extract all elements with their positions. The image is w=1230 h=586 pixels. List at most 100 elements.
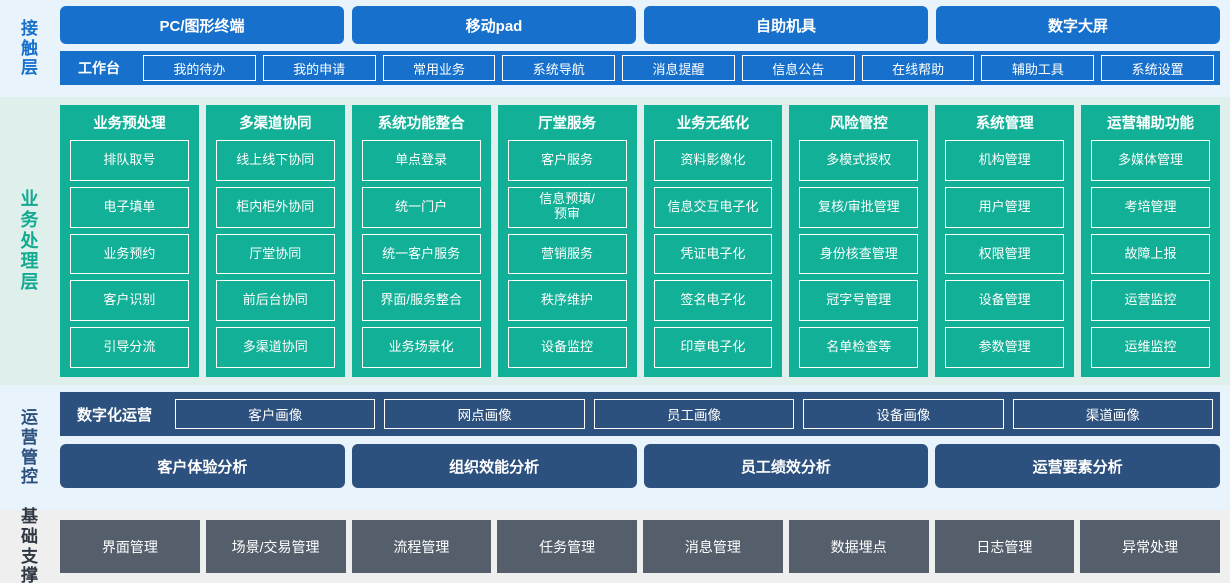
foundation-chip-process-management[interactable]: 流程管理 xyxy=(351,520,492,573)
channel-chip-row: PC/图形终端 移动pad 自助机具 数字大屏 xyxy=(60,6,1220,44)
business-item[interactable]: 机构管理 xyxy=(945,140,1065,181)
business-column-title: 风险管控 xyxy=(829,116,888,132)
workbench-item-my-application[interactable]: 我的申请 xyxy=(262,55,376,81)
business-item-list: 单点登录 统一门户 统一客户服务 界面/服务整合 业务场景化 xyxy=(361,140,481,368)
business-item[interactable]: 引导分流 xyxy=(70,327,189,368)
business-item[interactable]: 印章电子化 xyxy=(653,327,773,368)
foundation-chip-task-management[interactable]: 任务管理 xyxy=(497,520,637,573)
workbench-title: 工作台 xyxy=(78,60,120,76)
workbench-item-common-business[interactable]: 常用业务 xyxy=(382,55,496,81)
analysis-row: 客户体验分析 组织效能分析 员工绩效分析 运营要素分析 xyxy=(60,444,1220,488)
business-item[interactable]: 签名电子化 xyxy=(653,280,773,322)
portrait-chip-employee[interactable]: 员工画像 xyxy=(593,399,795,429)
business-item[interactable]: 名单检查等 xyxy=(799,327,919,368)
foundation-layer-label: 基础支撑 xyxy=(0,507,60,585)
business-item[interactable]: 信息预填/ 预审 xyxy=(507,186,627,228)
business-item[interactable]: 柜内柜外协同 xyxy=(215,186,335,228)
business-item[interactable]: 前后台协同 xyxy=(215,280,335,322)
business-item[interactable]: 参数管理 xyxy=(945,327,1065,368)
analysis-organizational-efficiency[interactable]: 组织效能分析 xyxy=(351,444,637,488)
business-item[interactable]: 统一门户 xyxy=(361,186,481,228)
channel-chip-digital-screen[interactable]: 数字大屏 xyxy=(936,6,1220,44)
business-column-grid: 业务预处理 排队取号 电子填单 业务预约 客户识别 引导分流 多渠道协同 线上线… xyxy=(60,105,1220,377)
business-item[interactable]: 统一客户服务 xyxy=(361,233,481,275)
business-item[interactable]: 多模式授权 xyxy=(799,140,919,181)
digital-operations-bar: 数字化运营 客户画像 网点画像 员工画像 设备画像 渠道画像 xyxy=(60,392,1220,436)
portrait-chip-branch[interactable]: 网点画像 xyxy=(384,399,585,429)
contact-layer-label-text: 接触层 xyxy=(21,19,39,78)
business-item[interactable]: 运维监控 xyxy=(1091,327,1210,368)
contact-layer-band: 接触层 PC/图形终端 移动pad 自助机具 数字大屏 工作台 我的待办 我的申… xyxy=(0,0,1230,97)
business-item-list: 资料影像化 信息交互电子化 凭证电子化 签名电子化 印章电子化 xyxy=(653,140,773,368)
business-item[interactable]: 资料影像化 xyxy=(653,140,773,181)
contact-layer-label: 接触层 xyxy=(0,6,60,91)
portrait-chip-device[interactable]: 设备画像 xyxy=(803,399,1004,429)
business-item[interactable]: 电子填单 xyxy=(70,186,189,228)
workbench-item-auxiliary-tools[interactable]: 辅助工具 xyxy=(981,55,1095,81)
foundation-layer-band: 基础支撑 界面管理 场景/交易管理 流程管理 任务管理 消息管理 数据埋点 日志… xyxy=(0,507,1230,585)
business-item[interactable]: 运营监控 xyxy=(1091,280,1210,322)
business-item[interactable]: 复核/审批管理 xyxy=(799,186,919,228)
channel-chip-mobile-pad[interactable]: 移动pad xyxy=(352,6,636,44)
business-item[interactable]: 设备监控 xyxy=(507,327,627,368)
business-column-title: 厅堂服务 xyxy=(538,116,597,132)
business-column-multichannel: 多渠道协同 线上线下协同 柜内柜外协同 厅堂协同 前后台协同 多渠道协同 xyxy=(205,105,345,377)
workbench-item-message-reminder[interactable]: 消息提醒 xyxy=(622,55,735,81)
analysis-customer-experience[interactable]: 客户体验分析 xyxy=(60,444,345,488)
foundation-chip-row: 界面管理 场景/交易管理 流程管理 任务管理 消息管理 数据埋点 日志管理 异常… xyxy=(60,520,1220,573)
business-layer-band: 业务处理层 业务预处理 排队取号 电子填单 业务预约 客户识别 引导分流 多渠道… xyxy=(0,97,1230,385)
contact-layer-body: PC/图形终端 移动pad 自助机具 数字大屏 工作台 我的待办 我的申请 常用… xyxy=(60,6,1220,91)
business-item-list: 排队取号 电子填单 业务预约 客户识别 引导分流 xyxy=(70,140,189,368)
business-item[interactable]: 身份核查管理 xyxy=(799,233,919,275)
portrait-chip-customer[interactable]: 客户画像 xyxy=(175,399,376,429)
business-item[interactable]: 用户管理 xyxy=(945,186,1065,228)
business-item[interactable]: 故障上报 xyxy=(1091,233,1210,275)
business-item[interactable]: 营销服务 xyxy=(507,233,627,275)
business-item[interactable]: 信息交互电子化 xyxy=(653,186,773,228)
business-item-list: 客户服务 信息预填/ 预审 营销服务 秩序维护 设备监控 xyxy=(507,140,627,368)
business-item[interactable]: 权限管理 xyxy=(945,233,1065,275)
business-item[interactable]: 厅堂协同 xyxy=(215,233,335,275)
business-item[interactable]: 凭证电子化 xyxy=(653,233,773,275)
business-item[interactable]: 业务预约 xyxy=(70,233,189,275)
business-item[interactable]: 单点登录 xyxy=(361,140,481,181)
business-item[interactable]: 线上线下协同 xyxy=(215,140,335,181)
business-item-list: 多媒体管理 考培管理 故障上报 运营监控 运维监控 xyxy=(1091,140,1210,368)
business-item[interactable]: 排队取号 xyxy=(70,140,189,181)
business-column-system-management: 系统管理 机构管理 用户管理 权限管理 设备管理 参数管理 xyxy=(935,105,1075,377)
business-column-paperless: 业务无纸化 资料影像化 信息交互电子化 凭证电子化 签名电子化 印章电子化 xyxy=(643,105,783,377)
channel-chip-pc[interactable]: PC/图形终端 xyxy=(60,6,344,44)
business-item[interactable]: 业务场景化 xyxy=(361,327,481,368)
business-item[interactable]: 界面/服务整合 xyxy=(361,280,481,322)
foundation-chip-scenario-transaction[interactable]: 场景/交易管理 xyxy=(205,520,346,573)
digital-operations-title: 数字化运营 xyxy=(77,406,153,424)
workbench-item-announcement[interactable]: 信息公告 xyxy=(741,55,855,81)
channel-chip-self-service[interactable]: 自助机具 xyxy=(644,6,928,44)
business-item[interactable]: 冠字号管理 xyxy=(799,280,919,322)
workbench-item-my-todo[interactable]: 我的待办 xyxy=(143,55,256,81)
business-item-list: 多模式授权 复核/审批管理 身份核查管理 冠字号管理 名单检查等 xyxy=(799,140,919,368)
foundation-chip-data-tracking[interactable]: 数据埋点 xyxy=(788,520,929,573)
business-item[interactable]: 客户服务 xyxy=(507,140,627,181)
foundation-chip-ui-management[interactable]: 界面管理 xyxy=(60,520,200,573)
business-column-title: 系统功能整合 xyxy=(377,116,465,132)
business-item[interactable]: 考培管理 xyxy=(1091,186,1210,228)
analysis-employee-performance[interactable]: 员工绩效分析 xyxy=(643,444,929,488)
foundation-chip-log-management[interactable]: 日志管理 xyxy=(934,520,1075,573)
workbench-item-online-help[interactable]: 在线帮助 xyxy=(861,55,975,81)
business-item[interactable]: 客户识别 xyxy=(70,280,189,322)
workbench-item-system-navigation[interactable]: 系统导航 xyxy=(502,55,616,81)
portrait-chip-channel[interactable]: 渠道画像 xyxy=(1012,399,1213,429)
analysis-operation-elements[interactable]: 运营要素分析 xyxy=(935,444,1220,488)
business-layer-body: 业务预处理 排队取号 电子填单 业务预约 客户识别 引导分流 多渠道协同 线上线… xyxy=(60,105,1220,377)
business-column-title: 运营辅助功能 xyxy=(1107,116,1195,132)
business-column-risk-control: 风险管控 多模式授权 复核/审批管理 身份核查管理 冠字号管理 名单检查等 xyxy=(789,105,929,377)
business-item[interactable]: 多媒体管理 xyxy=(1091,140,1210,181)
business-item[interactable]: 设备管理 xyxy=(945,280,1065,322)
workbench-item-system-settings[interactable]: 系统设置 xyxy=(1101,55,1215,81)
foundation-chip-exception-handling[interactable]: 异常处理 xyxy=(1080,520,1220,573)
foundation-chip-message-management[interactable]: 消息管理 xyxy=(643,520,783,573)
foundation-layer-label-text: 基础支撑 xyxy=(21,507,39,586)
business-item[interactable]: 多渠道协同 xyxy=(215,327,335,368)
business-item[interactable]: 秩序维护 xyxy=(507,280,627,322)
